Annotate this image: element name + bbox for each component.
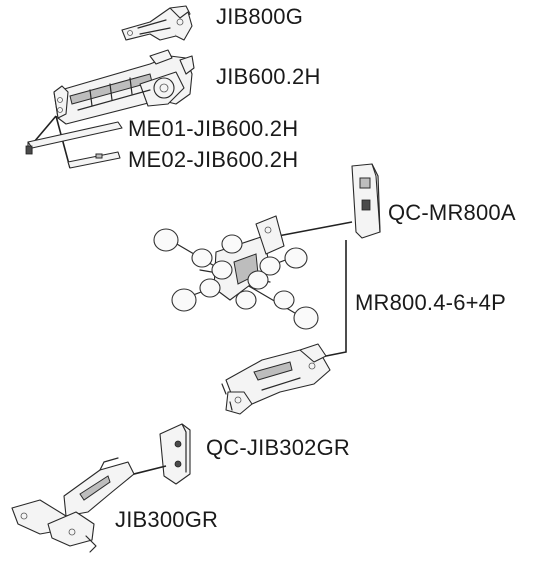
connector-me01 <box>33 115 57 143</box>
jib600-drawing <box>53 49 195 125</box>
label-me01: ME01-JIB600.2H <box>128 116 299 141</box>
connector-mr800-arm <box>305 240 347 361</box>
label-mr800: MR800.4-6+4P <box>355 290 506 315</box>
me01-drawing <box>25 121 123 155</box>
qc-jib302gr-drawing <box>159 423 191 485</box>
label-qc-jib302gr: QC-JIB302GR <box>206 435 351 460</box>
jib800g-drawing <box>121 5 193 41</box>
mr800-arm-drawing <box>221 343 331 415</box>
qc-mr800a-drawing <box>351 163 381 239</box>
me02-drawing <box>67 151 121 169</box>
mr800-drawing <box>153 215 319 330</box>
label-jib300gr: JIB300GR <box>115 507 219 532</box>
label-qc-mr800a: QC-MR800A <box>388 200 516 225</box>
label-me02: ME02-JIB600.2H <box>128 147 299 172</box>
jib300gr-drawing <box>11 457 135 553</box>
connector-qc-mr800a <box>277 221 353 237</box>
connector-me02 <box>55 115 71 169</box>
label-jib800g: JIB800G <box>216 4 304 29</box>
label-jib600-2h: JIB600.2H <box>216 64 321 89</box>
